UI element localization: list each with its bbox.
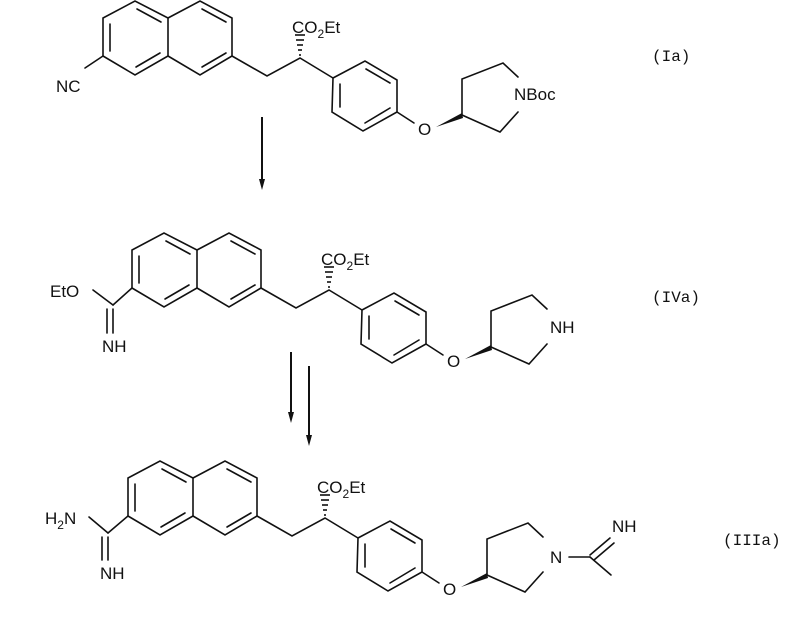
- ethoxy-group: EtO: [50, 282, 79, 301]
- arrowhead-icon: [288, 412, 294, 423]
- ester-group: CO2Et: [317, 478, 366, 501]
- acetimidoyl-nh: NH: [612, 517, 637, 536]
- compound-label-IVa: (IVa): [652, 289, 700, 307]
- compound-IVa: EtO NH CO2Et O NH (IVa): [50, 232, 700, 371]
- boc-nitrogen: NBoc: [514, 85, 556, 104]
- ether-oxygen: O: [443, 580, 456, 599]
- ester-group: CO2Et: [292, 18, 341, 41]
- arrowhead-icon: [259, 179, 265, 190]
- compound-Ia: NC CO2Et O NBoc (Ia): [56, 0, 690, 139]
- compound-IIIa: H2N NH CO2Et O N NH (IIIa): [45, 460, 781, 599]
- nitrile-group: NC: [56, 77, 81, 96]
- arrowhead-icon: [306, 435, 312, 446]
- ether-oxygen: O: [418, 120, 431, 139]
- pyrrolidine-n: N: [550, 548, 562, 567]
- compound-label-IIIa: (IIIa): [723, 532, 781, 550]
- pyrrolidine-nh: NH: [550, 318, 575, 337]
- amidine-nh: NH: [100, 564, 125, 583]
- imidate-nh: NH: [102, 337, 127, 356]
- reaction-arrow-2: [288, 352, 312, 446]
- ether-oxygen: O: [447, 352, 460, 371]
- ester-group: CO2Et: [321, 250, 370, 273]
- reaction-arrow-1: [259, 117, 265, 190]
- amino-group: H2N: [45, 509, 76, 532]
- compound-label-Ia: (Ia): [652, 48, 690, 66]
